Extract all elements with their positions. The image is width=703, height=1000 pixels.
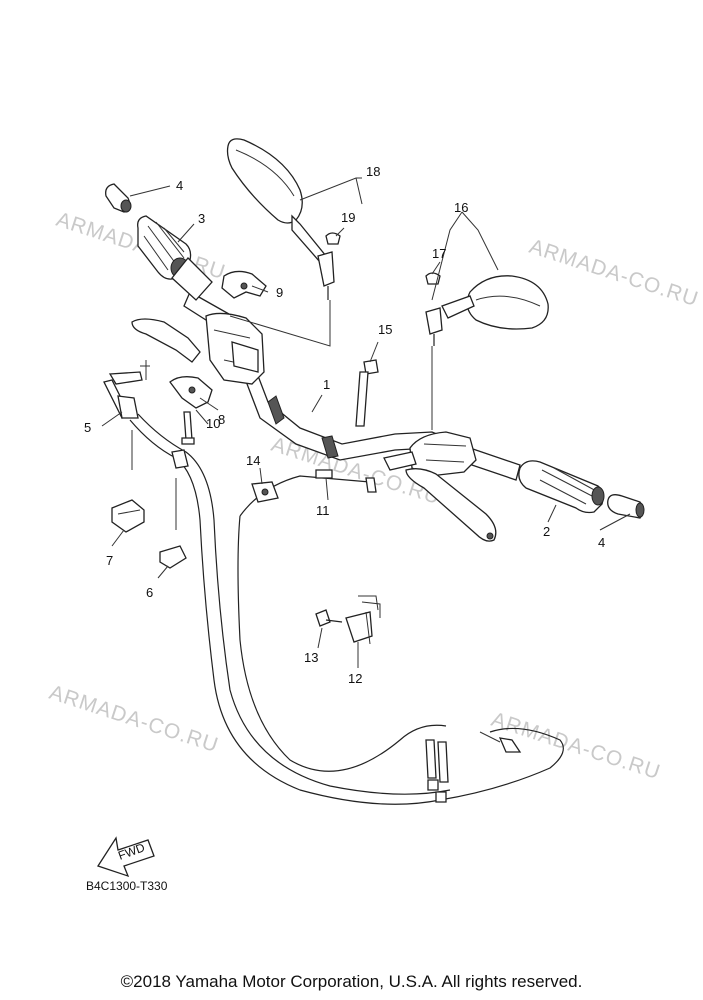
left-grip-part (137, 215, 213, 301)
throttle-cables (129, 413, 564, 805)
bolt-part (181, 411, 195, 445)
clamp-part (251, 481, 279, 503)
band-part (355, 359, 379, 427)
lever-holder-part (221, 270, 267, 299)
callout-5: 5 (84, 420, 91, 435)
left-mirror-part (226, 138, 341, 300)
callout-12: 12 (348, 671, 362, 686)
callout-10: 10 (206, 416, 220, 431)
callout-14: 14 (246, 453, 260, 468)
holder-part (169, 376, 213, 409)
callout-4-left: 4 (176, 178, 183, 193)
callout-2: 2 (543, 524, 550, 539)
brake-lever-part (405, 468, 497, 542)
callout-3: 3 (198, 211, 205, 226)
callout-6: 6 (146, 585, 153, 600)
right-mirror-part (425, 272, 549, 346)
diagram-code: B4C1300-T330 (86, 879, 168, 893)
callout-11: 11 (316, 503, 330, 518)
callout-18: 18 (366, 164, 380, 179)
callout-15: 15 (378, 322, 392, 337)
copyright-notice: ©2018 Yamaha Motor Corporation, U.S.A. A… (120, 972, 583, 991)
throttle-housing-part (383, 431, 477, 477)
cable-guide-part (103, 360, 150, 420)
callout-4-right: 4 (598, 535, 605, 550)
cable-holder-6-part (159, 545, 187, 569)
callout-labels: 1 2 3 4 4 5 6 7 8 9 10 11 12 13 14 15 16… (84, 164, 605, 686)
right-bar-end-part (607, 494, 645, 519)
screw-part (315, 609, 343, 627)
fwd-arrow-icon: FWD (97, 836, 155, 878)
bracket-part (345, 595, 381, 645)
cable-holder-7-part (111, 499, 145, 533)
callout-8: 8 (218, 412, 225, 427)
clutch-lever-part (131, 312, 265, 385)
callout-16: 16 (454, 200, 468, 215)
leader-lines (101, 177, 631, 668)
callout-17: 17 (432, 246, 446, 261)
callout-19: 19 (341, 210, 355, 225)
callout-1: 1 (323, 377, 330, 392)
right-grip-part (518, 460, 605, 514)
watermark-2: ARMADA-CO.RU (526, 235, 701, 311)
watermark-4: ARMADA-CO.RU (46, 681, 221, 757)
callout-9: 9 (276, 285, 283, 300)
handlebar-part (183, 291, 521, 481)
callout-7: 7 (106, 553, 113, 568)
left-bar-end-part (105, 183, 132, 213)
callout-13: 13 (304, 650, 318, 665)
